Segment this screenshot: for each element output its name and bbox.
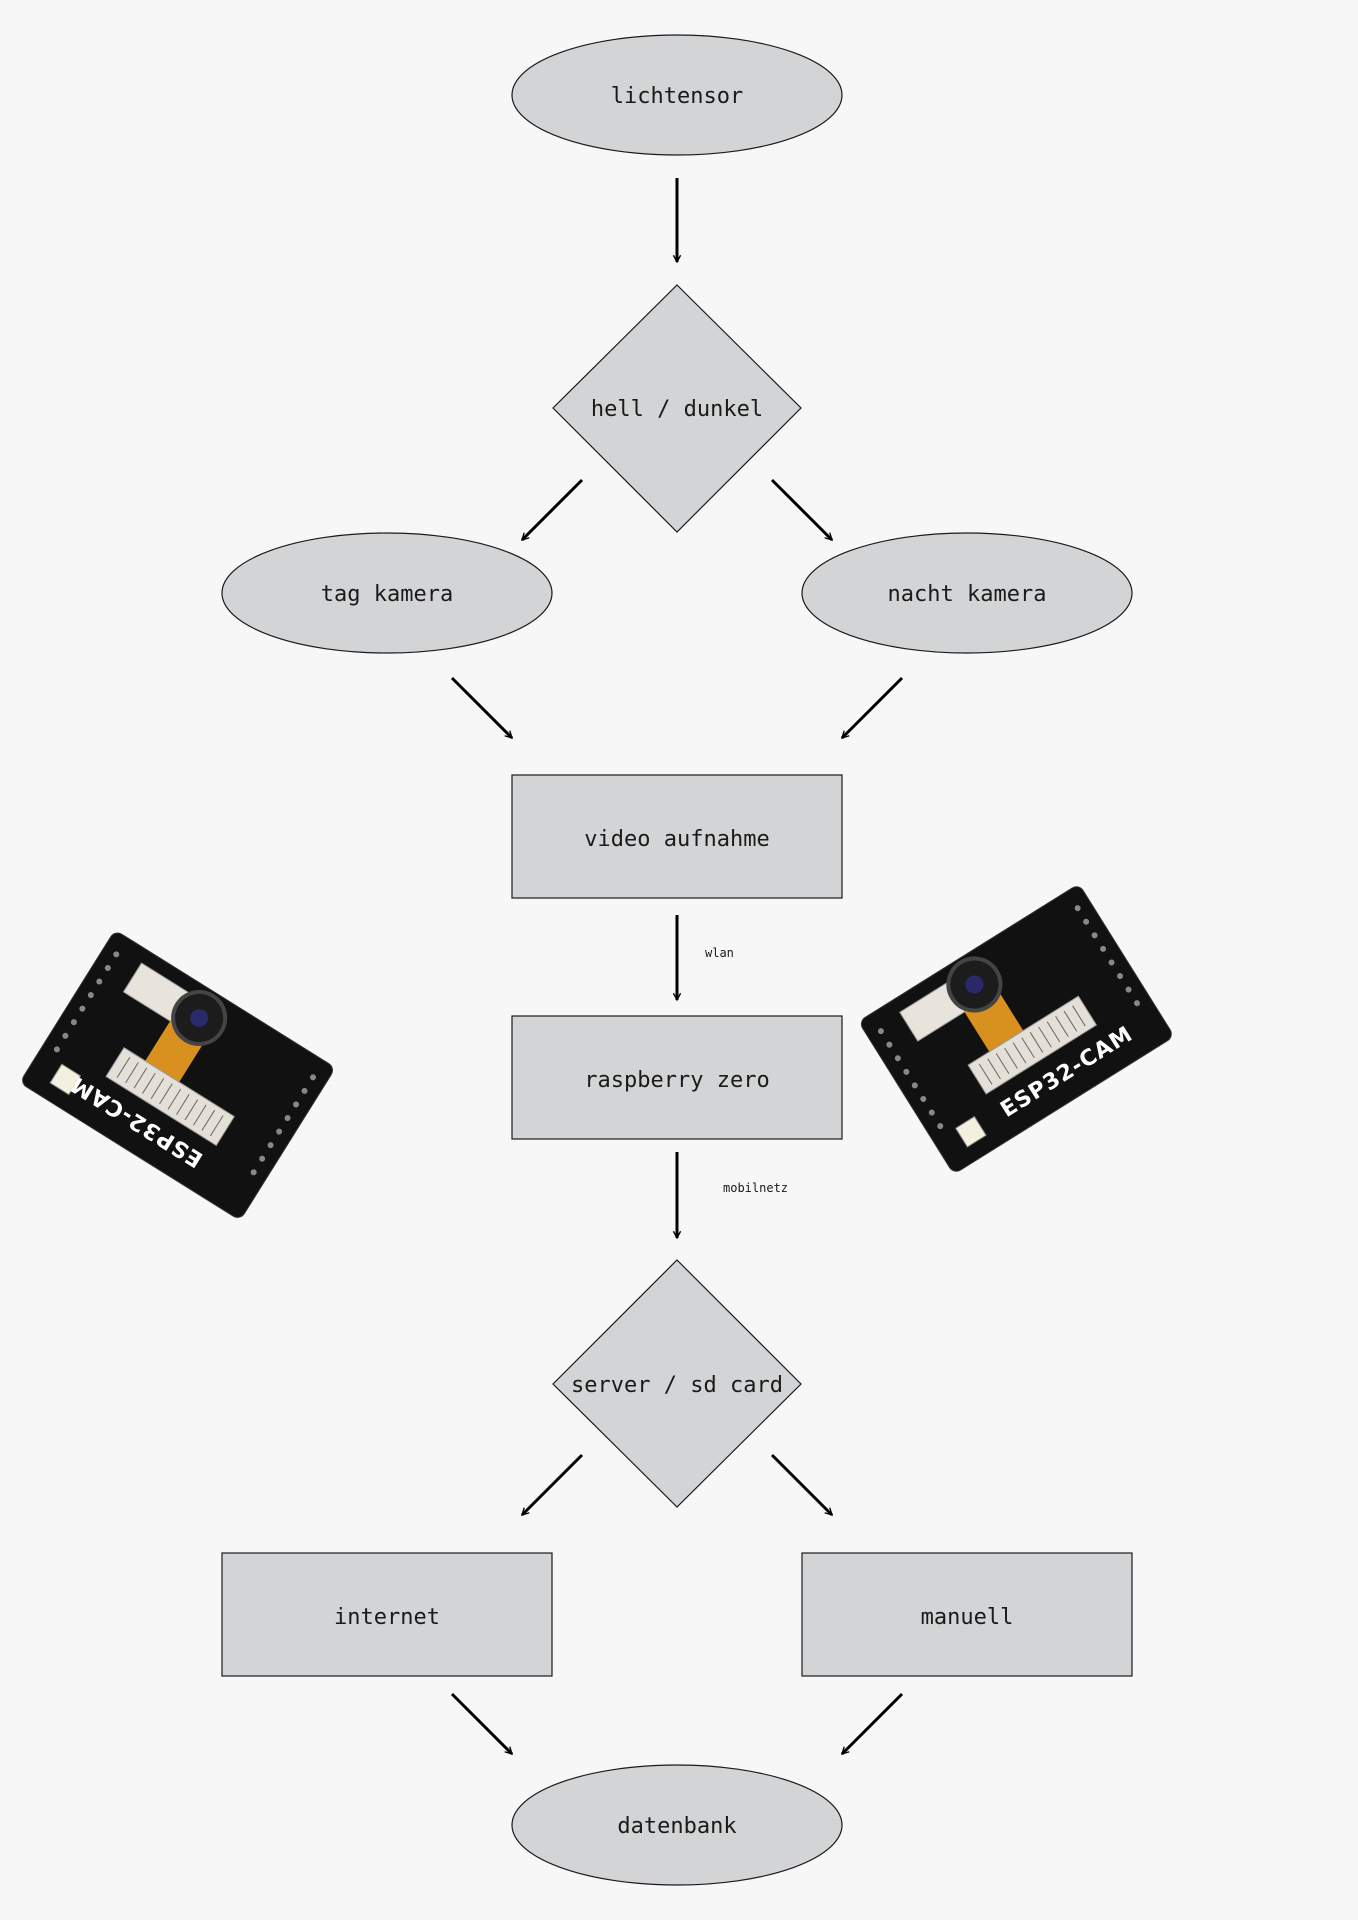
- node-hell-dunkel-label: hell / dunkel: [591, 397, 763, 422]
- arrow-nacht-to-video: [840, 676, 904, 740]
- node-nacht-kamera-label: nacht kamera: [888, 582, 1047, 607]
- arrow-tag-to-video: [450, 676, 514, 740]
- arrow-server-to-manuell: [770, 1453, 834, 1517]
- edge-label-mobilnetz: mobilnetz: [723, 1181, 788, 1195]
- arrow-decision-to-tag: [520, 478, 584, 542]
- node-datenbank-label: datenbank: [617, 1814, 736, 1839]
- arrow-decision-to-nacht: [770, 478, 834, 542]
- esp32-cam-board-right-image: ESP32-CAM: [856, 881, 1177, 1177]
- node-internet-label: internet: [334, 1605, 440, 1630]
- node-manuell: manuell: [801, 1552, 1133, 1677]
- node-tag-kamera-label: tag kamera: [321, 582, 453, 607]
- node-lichtensor-label: lichtensor: [611, 84, 743, 109]
- arrow-manuell-to-datenbank: [840, 1692, 904, 1756]
- node-manuell-label: manuell: [921, 1605, 1014, 1630]
- arrow-internet-to-datenbank: [450, 1692, 514, 1756]
- node-nacht-kamera: nacht kamera: [801, 532, 1133, 654]
- node-raspberry-zero: raspberry zero: [511, 1015, 843, 1140]
- node-hell-dunkel: hell / dunkel: [552, 284, 802, 533]
- node-tag-kamera: tag kamera: [221, 532, 553, 654]
- node-internet: internet: [221, 1552, 553, 1677]
- node-datenbank: datenbank: [511, 1764, 843, 1886]
- esp32-cam-board-left-image: ESP32-CAM: [17, 928, 338, 1223]
- node-video-aufnahme-label: video aufnahme: [584, 827, 769, 852]
- arrow-server-to-internet: [520, 1453, 584, 1517]
- node-raspberry-zero-label: raspberry zero: [584, 1068, 769, 1093]
- node-server-sd-card: server / sd card: [552, 1259, 802, 1508]
- node-server-sd-card-label: server / sd card: [571, 1373, 783, 1398]
- node-lichtensor: lichtensor: [511, 34, 843, 156]
- node-video-aufnahme: video aufnahme: [511, 774, 843, 899]
- edge-label-wlan: wlan: [705, 946, 734, 960]
